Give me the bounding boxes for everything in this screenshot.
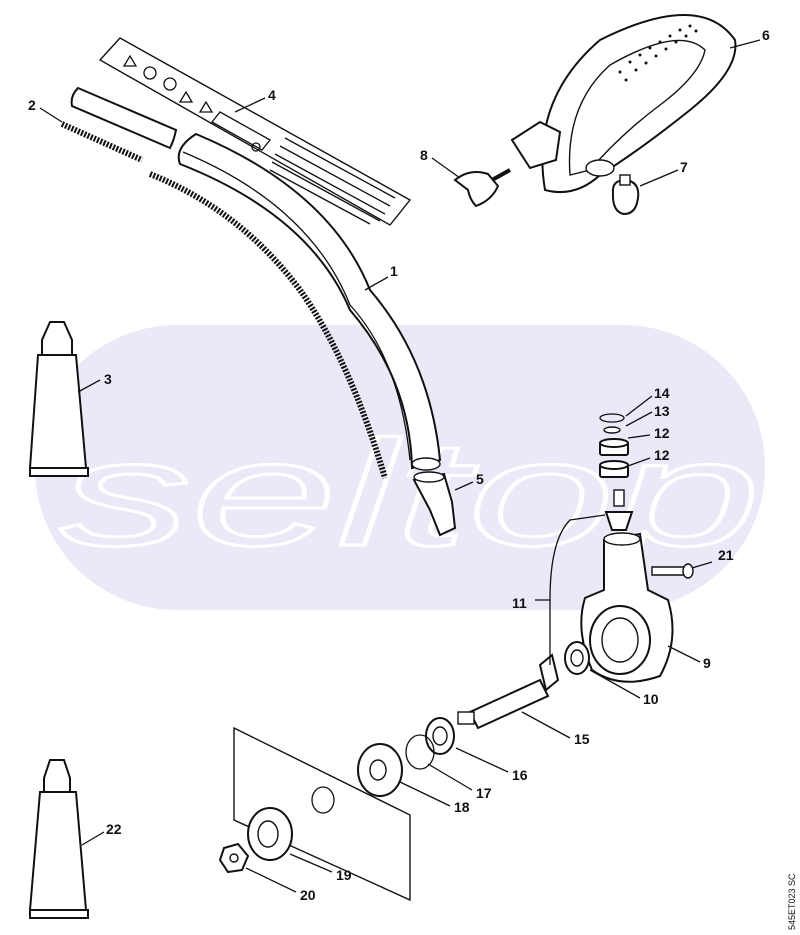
part-nut[interactable] xyxy=(218,842,250,874)
callout-18: 18 xyxy=(454,799,470,815)
callout-20: 20 xyxy=(300,887,316,903)
callout-19: 19 xyxy=(336,867,352,883)
part-blade[interactable] xyxy=(233,726,411,902)
callout-3: 3 xyxy=(104,371,112,387)
part-wing-screw[interactable] xyxy=(453,168,511,208)
part-gear-housing[interactable] xyxy=(580,532,674,683)
callout-9: 9 xyxy=(703,655,711,671)
part-thrust-washer[interactable] xyxy=(247,807,293,861)
part-bearing-housing[interactable] xyxy=(564,641,590,675)
part-thrust-plate[interactable] xyxy=(357,743,403,797)
watermark: seltop xyxy=(35,325,765,610)
callout-labels: 1 2 3 4 5 6 7 8 9 10 11 12 12 13 14 15 1… xyxy=(28,27,770,903)
part-bearing-shaft[interactable] xyxy=(425,717,455,755)
part-decal-label[interactable] xyxy=(98,37,412,226)
callout-6: 6 xyxy=(762,27,770,43)
part-tube-plug[interactable] xyxy=(412,471,457,537)
part-circlip-upper[interactable] xyxy=(599,413,625,423)
part-housing-screw[interactable] xyxy=(651,563,694,579)
callout-14: 14 xyxy=(654,385,670,401)
callout-8: 8 xyxy=(420,147,428,163)
part-flex-shaft[interactable] xyxy=(60,121,388,479)
part-bearing-upper-b[interactable] xyxy=(599,460,629,478)
callout-11: 11 xyxy=(512,595,527,611)
callout-12a: 12 xyxy=(654,425,670,441)
part-clamp[interactable] xyxy=(611,174,640,216)
callout-5: 5 xyxy=(476,471,484,487)
callout-21: 21 xyxy=(718,547,734,563)
part-loop-handle[interactable] xyxy=(510,14,737,194)
part-bevel-gear-set[interactable] xyxy=(538,489,634,692)
part-washer-upper[interactable] xyxy=(603,426,621,434)
callout-10: 10 xyxy=(643,691,659,707)
callout-15: 15 xyxy=(574,731,590,747)
callout-7: 7 xyxy=(680,159,688,175)
part-grease-tube-upper[interactable] xyxy=(28,321,89,477)
callout-4: 4 xyxy=(268,87,276,103)
callout-17: 17 xyxy=(476,785,492,801)
part-grease-tube-lower[interactable] xyxy=(28,759,89,919)
part-drive-tube[interactable] xyxy=(70,86,442,471)
part-circlip-lower[interactable] xyxy=(405,734,435,770)
callout-16: 16 xyxy=(512,767,528,783)
callout-2: 2 xyxy=(28,97,36,113)
callout-1: 1 xyxy=(390,263,398,279)
callout-22: 22 xyxy=(106,821,122,837)
watermark-band xyxy=(35,325,765,610)
leader-lines xyxy=(39,39,761,893)
part-bearing-upper-a[interactable] xyxy=(599,438,629,456)
reference-code: 545ET023 SC xyxy=(787,873,797,930)
part-output-shaft[interactable] xyxy=(457,678,550,730)
callout-12b: 12 xyxy=(654,447,670,463)
callout-13: 13 xyxy=(654,403,670,419)
